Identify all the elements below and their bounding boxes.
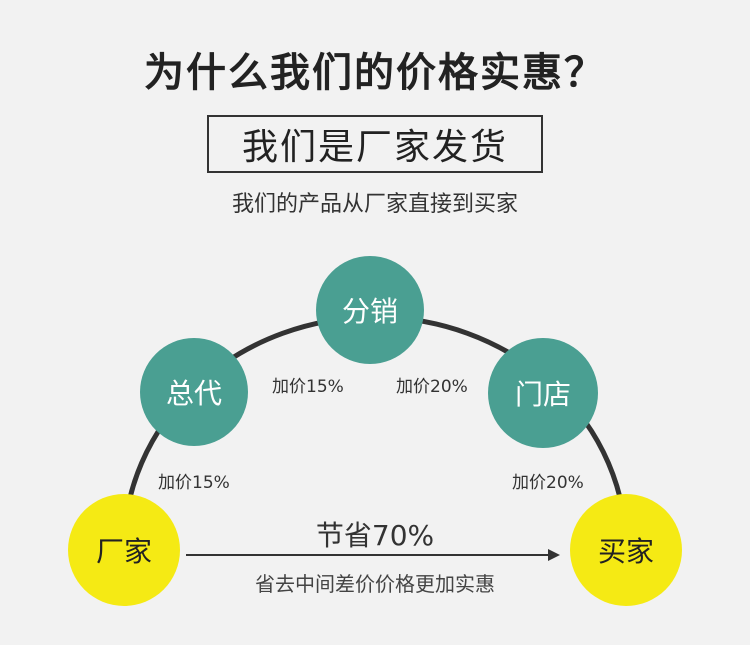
markup-label-left-upper: 加价15% <box>272 377 344 397</box>
savings-headline: 节省70% <box>315 519 435 552</box>
markup-label-left-lower: 加价15% <box>158 473 230 493</box>
page-subtitle: 我们的产品从厂家直接到买家 <box>231 192 518 217</box>
node-buyer: 买家 <box>570 494 682 606</box>
page-title: 为什么我们的价格实惠？ <box>144 50 606 96</box>
savings-arrow-head <box>548 549 560 561</box>
node-distribution: 分销 <box>316 256 424 364</box>
markup-label-right-lower: 加价20% <box>512 473 584 493</box>
savings-note: 省去中间差价价格更加实惠 <box>255 572 495 596</box>
node-store: 门店 <box>488 338 598 448</box>
node-general-agent: 总代 <box>140 338 248 446</box>
factory-direct-banner: 我们是厂家发货 <box>207 115 543 173</box>
node-factory: 厂家 <box>68 494 180 606</box>
markup-label-right-upper: 加价20% <box>396 377 468 397</box>
